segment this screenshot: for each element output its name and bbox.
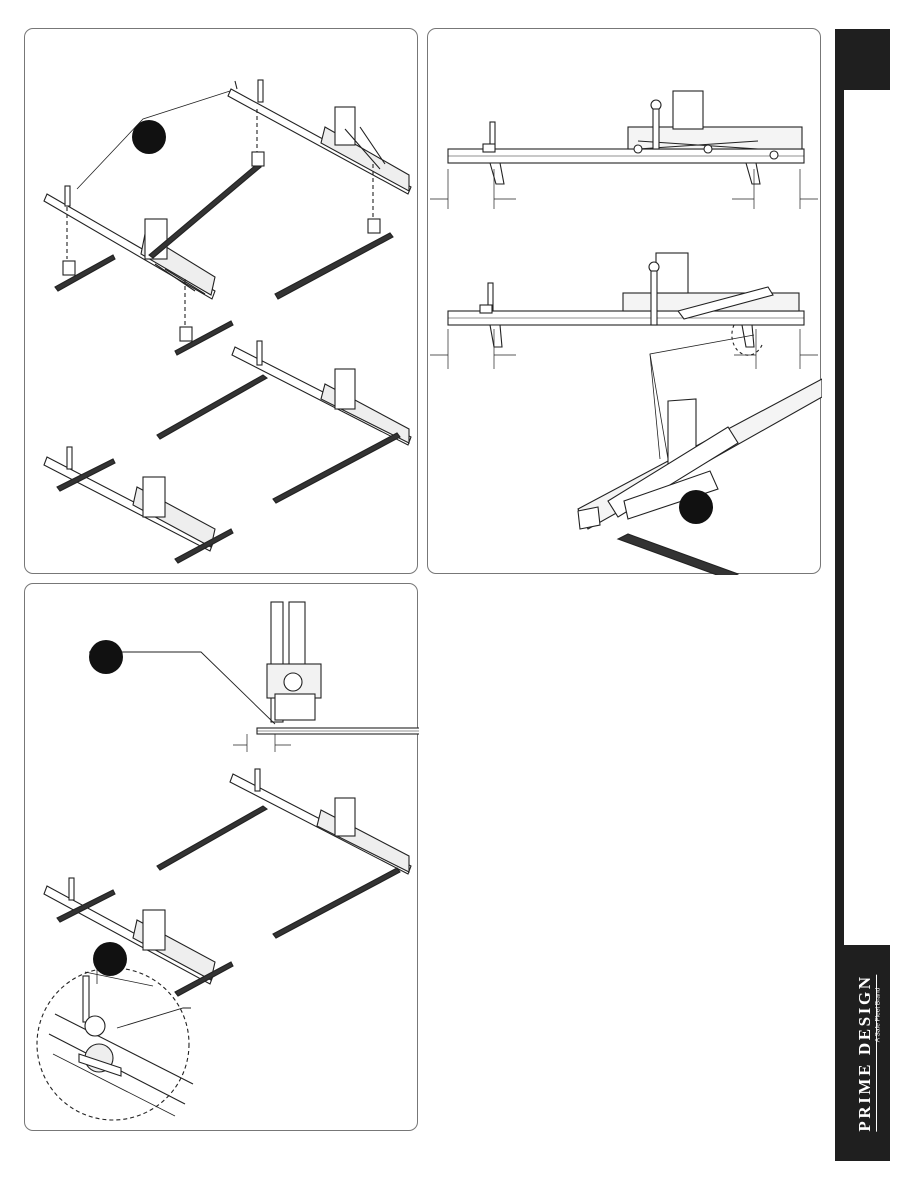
callout-marker [132, 120, 166, 154]
callout-marker [93, 942, 127, 976]
rack-exploded-drawing [25, 29, 419, 575]
panel-side-elevation [427, 28, 821, 574]
brand-tagline: A Safe Fleet Brand [875, 988, 882, 1043]
callout-marker [89, 640, 123, 674]
side-elevation-drawing [428, 29, 822, 575]
callout-marker [679, 490, 713, 524]
panel-clamp-detail [24, 583, 418, 1131]
panel-exploded-assembly [24, 28, 418, 574]
clamp-detail-drawing [25, 584, 419, 1132]
